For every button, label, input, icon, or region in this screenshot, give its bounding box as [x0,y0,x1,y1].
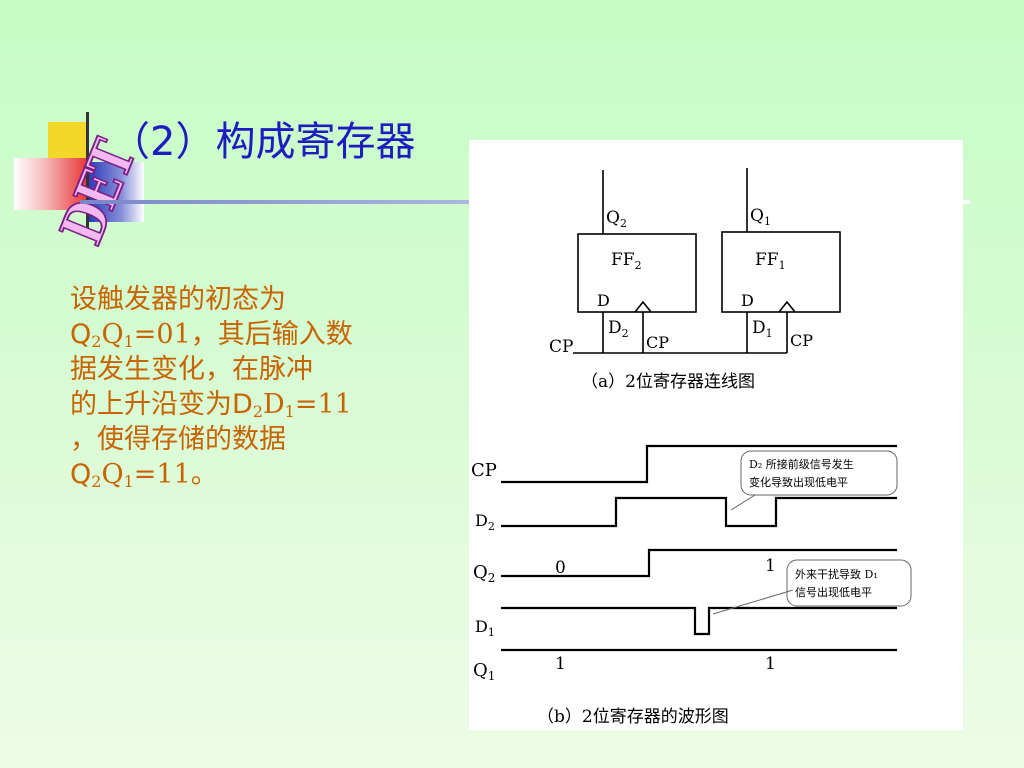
callout-d1-interference: 外来干扰导致 D₁ 信号出现低电平 [712,559,912,615]
cp-wave-label: CP [471,460,497,481]
q1-wave-label: Q1 [473,660,495,683]
d2-waveform [501,496,897,528]
ff1-clock-triangle [778,300,796,313]
q2-waveform [501,548,897,578]
callout1-line2: 变化导致出现低电平 [749,475,848,489]
q2-value-after: 1 [765,556,776,576]
ff1-d-inner-label: D [741,291,754,310]
callout-d2-change: D₂ 所接前级信号发生 变化导致出现低电平 [730,450,898,511]
cp-input-label: CP [549,337,573,357]
ff1-cp-label: CP [790,331,813,350]
q1-value-before: 1 [555,654,566,674]
ff2-cp-label: CP [646,333,669,352]
diagram-panel: Q2 Q1 FF2 FF1 D D D2 D1 CP CP CP （a）2位寄存… [469,140,963,730]
ff2-box [577,233,697,313]
body-line-6: Q2Q1=11。 [70,459,218,491]
body-line-3: 据发生变化，在脉冲 [70,354,313,385]
d2-wave-label: D2 [475,511,495,533]
ff1-box [721,231,841,313]
ff2-clock-triangle [634,300,652,313]
ff2-name-label: FF2 [611,250,642,272]
circuit-caption: （a）2位寄存器连线图 [581,372,755,392]
ff2-q-label: Q2 [606,208,627,230]
d1-waveform [501,606,897,636]
body-line-4: 的上升沿变为D2D1=11 [70,389,352,421]
logo-vertical-line [86,112,89,228]
callout1-line1: D₂ 所接前级信号发生 [749,457,854,471]
ff1-name-label: FF1 [755,250,786,272]
body-line-2: Q2Q1=01，其后输入数 [70,319,353,351]
q1-value-after: 1 [765,654,776,674]
ff1-d-input-label: D1 [752,318,773,340]
ff1-q-label: Q1 [750,206,771,228]
logo-blue-square [88,162,144,222]
ff2-d-inner-label: D [597,291,610,310]
logo-red-square [14,158,86,210]
body-line-1: 设触发器的初态为 [70,284,286,315]
q2-value-before: 0 [555,558,566,578]
register-diagram: Q2 Q1 FF2 FF1 D D D2 D1 CP CP CP （a）2位寄存… [471,168,912,727]
q2-wave-label: Q2 [473,562,495,585]
page-title: （2）构成寄存器 [110,119,416,165]
d1-wave-label: D1 [475,617,495,639]
ff2-d-input-label: D2 [608,318,629,340]
cp-waveform [501,444,897,484]
callout2-line1: 外来干扰导致 D₁ [795,567,878,581]
callout2-line2: 信号出现低电平 [795,585,872,599]
logo-yellow-square [48,122,86,162]
body-line-5: ，使得存储的数据 [70,424,286,455]
body-paragraph: 设触发器的初态为 Q2Q1=01，其后输入数 据发生变化，在脉冲 的上升沿变为D… [70,282,410,492]
waveform-caption: （b）2位寄存器的波形图 [537,707,729,727]
